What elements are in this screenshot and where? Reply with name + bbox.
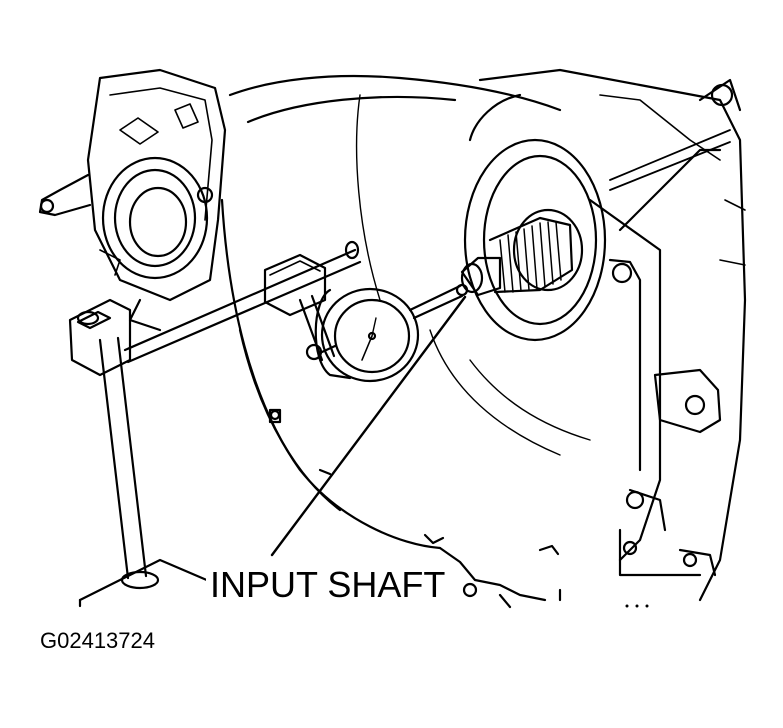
input-shaft	[460, 208, 584, 297]
ellipsis-dots	[625, 604, 649, 608]
figure-id: G02413724	[40, 628, 155, 653]
bell-housing	[220, 74, 591, 556]
left-cover	[38, 68, 227, 332]
dial-gauge	[314, 283, 469, 383]
dial-indicator-stand	[68, 240, 362, 608]
bottom-flange	[438, 546, 562, 609]
input-shaft-label: INPUT SHAFT	[206, 563, 450, 607]
callout-leader-line	[270, 295, 467, 557]
right-housing	[463, 68, 747, 602]
